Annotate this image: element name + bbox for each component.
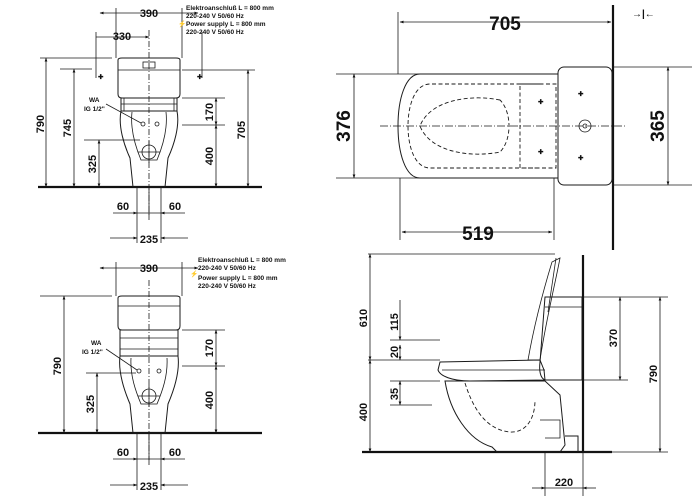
note-de-voltage: 220-240 V 50/60 Hz bbox=[198, 265, 257, 272]
svg-text:✚: ✚ bbox=[538, 98, 544, 106]
dim-170: 170 bbox=[204, 339, 216, 357]
bowl-outline bbox=[119, 110, 179, 188]
dim-400: 400 bbox=[358, 403, 370, 421]
dim-60-right: 60 bbox=[169, 447, 181, 459]
dim-390: 390 bbox=[140, 8, 158, 20]
dim-705: 705 bbox=[236, 121, 248, 139]
dim-60-right: 60 bbox=[169, 201, 181, 213]
front-view-top: ✚ ✚ 390 330 790 745 325 WA IG 1/2" 170 bbox=[35, 5, 274, 246]
side-view: 610 400 115 20 35 370 790 220 bbox=[358, 253, 668, 496]
note-en-voltage: 220-240 V 50/60 Hz bbox=[198, 283, 257, 290]
cistern-side bbox=[539, 296, 583, 381]
dim-220: 220 bbox=[555, 477, 573, 489]
dim-390: 390 bbox=[140, 263, 158, 275]
note-en: Power supply L = 800 mm bbox=[186, 21, 266, 28]
seat-side bbox=[437, 359, 546, 382]
wa-label: WA bbox=[89, 97, 100, 104]
svg-text:✚: ✚ bbox=[538, 148, 544, 156]
bowl-side bbox=[444, 380, 566, 453]
ig-label: IG 1/2" bbox=[82, 349, 103, 356]
svg-text:✚: ✚ bbox=[197, 73, 203, 81]
dim-790: 790 bbox=[35, 115, 47, 133]
wall-gap-symbol: →|← bbox=[632, 9, 655, 20]
dim-400: 400 bbox=[204, 147, 216, 165]
svg-text:✚: ✚ bbox=[98, 73, 104, 81]
lid-open bbox=[527, 257, 561, 361]
power-note-icon: ⚡ bbox=[190, 270, 198, 278]
dim-790: 790 bbox=[52, 357, 64, 375]
note-de: Elektroanschluß L = 800 mm bbox=[186, 5, 274, 12]
power-note-icon: ⚡ bbox=[178, 20, 186, 28]
dim-370: 370 bbox=[608, 329, 620, 347]
note-de: Elektroanschluß L = 800 mm bbox=[198, 257, 286, 264]
dim-60-left: 60 bbox=[117, 201, 129, 213]
svg-text:✚: ✚ bbox=[578, 154, 584, 162]
dim-705: 705 bbox=[489, 14, 521, 35]
wa-label: WA bbox=[91, 340, 102, 347]
bowl-outline bbox=[119, 355, 179, 434]
dim-519: 519 bbox=[462, 224, 494, 245]
ig-label: IG 1/2" bbox=[84, 106, 105, 113]
dim-365: 365 bbox=[648, 110, 669, 142]
dim-325: 325 bbox=[87, 155, 99, 173]
dim-60-left: 60 bbox=[117, 447, 129, 459]
front-view-bottom: 390 790 325 WA IG 1/2" 170 400 60 60 235… bbox=[38, 257, 286, 493]
note-en-voltage: 220-240 V 50/60 Hz bbox=[186, 29, 245, 36]
dim-376: 376 bbox=[334, 110, 355, 142]
dim-745: 745 bbox=[62, 119, 74, 137]
dim-235: 235 bbox=[140, 481, 158, 493]
dim-610: 610 bbox=[358, 309, 370, 327]
dim-400: 400 bbox=[204, 391, 216, 409]
dim-115: 115 bbox=[389, 313, 401, 331]
plan-view: ✚ ✚ ✚ ✚ 705 →|← 376 365 519 bbox=[334, 5, 692, 250]
dim-330: 330 bbox=[113, 31, 131, 43]
cistern-outline bbox=[117, 57, 181, 99]
dim-35: 35 bbox=[389, 388, 401, 400]
dim-170: 170 bbox=[204, 103, 216, 121]
note-de-voltage: 220-240 V 50/60 Hz bbox=[186, 13, 245, 20]
dim-20: 20 bbox=[389, 346, 401, 358]
note-en: Power supply L = 800 mm bbox=[198, 275, 278, 282]
dim-235: 235 bbox=[140, 234, 158, 246]
svg-text:✚: ✚ bbox=[578, 90, 584, 98]
dim-790: 790 bbox=[648, 365, 660, 383]
dim-325: 325 bbox=[85, 395, 97, 413]
